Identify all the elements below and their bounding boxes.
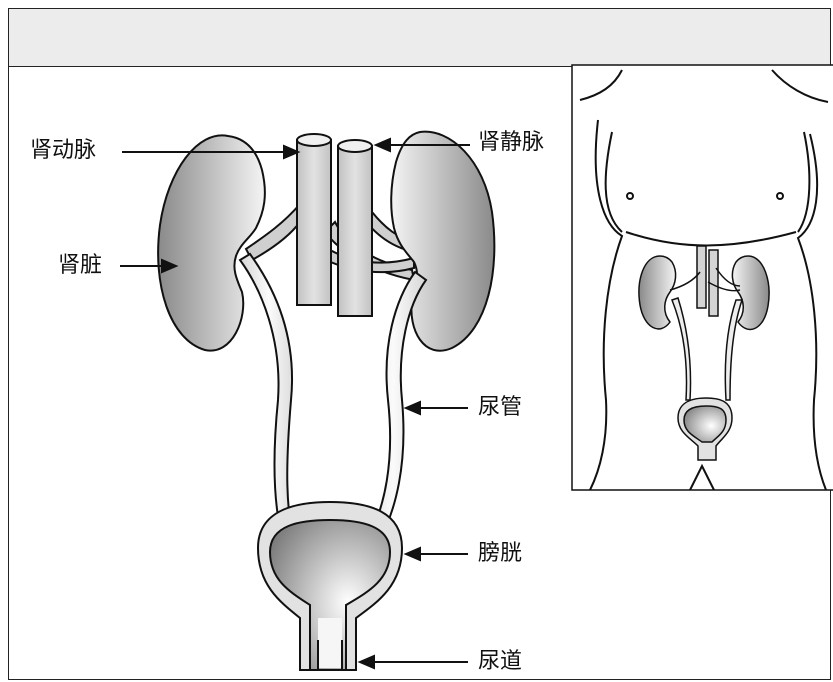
urethra-channel xyxy=(318,618,342,668)
left-kidney xyxy=(158,135,265,350)
label-renal-artery: 肾动脉 xyxy=(30,140,96,162)
torso-inset xyxy=(572,65,833,490)
label-bladder: 膀胱 xyxy=(478,543,522,565)
main-anatomy xyxy=(158,132,494,670)
label-urethra: 尿道 xyxy=(478,651,522,673)
inset-artery xyxy=(697,246,706,308)
label-kidney: 肾脏 xyxy=(58,255,102,277)
label-renal-vein: 肾静脉 xyxy=(478,132,544,154)
label-ureter: 尿管 xyxy=(478,397,522,419)
renal-vein-vessel xyxy=(338,146,372,316)
renal-artery-vessel xyxy=(297,140,331,305)
